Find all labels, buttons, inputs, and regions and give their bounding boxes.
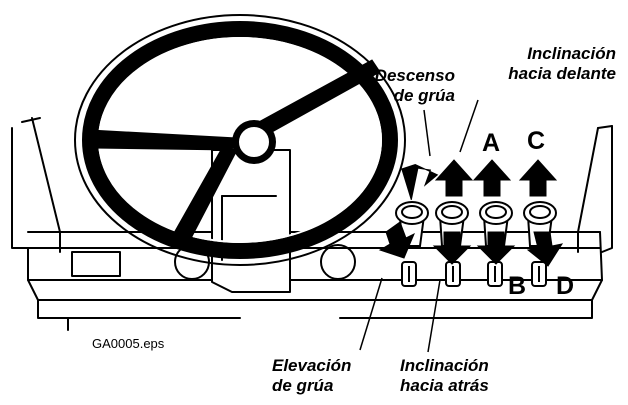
down-arrow-3 (476, 231, 516, 265)
lever-2 (435, 201, 469, 287)
cab-frame-right (577, 125, 613, 253)
letter-c: C (527, 127, 546, 155)
label-inclinacion-atras: Inclinación hacia atrás (400, 356, 489, 396)
up-arrows (401, 159, 558, 200)
up-arrow-1 (401, 164, 439, 200)
down-arrow-1 (378, 221, 415, 259)
dash-display (71, 251, 121, 277)
label-descenso-line2: de grúa (393, 86, 455, 105)
leader-elevacion (359, 277, 383, 351)
up-arrow-4 (518, 159, 558, 197)
up-arrow-3 (472, 159, 512, 197)
down-arrows (378, 221, 564, 267)
control-levers (395, 201, 557, 287)
leader-lines (359, 99, 479, 353)
label-elevacion-line1: Elevación (272, 356, 352, 375)
letter-b: B (508, 272, 527, 300)
lever-1 (395, 201, 429, 287)
label-elevacion: Elevación de grúa (272, 356, 351, 396)
down-arrow-2 (432, 231, 472, 265)
label-inclinacion-adelante: Inclinación hacia delante (470, 44, 616, 84)
down-arrow-4 (526, 231, 564, 267)
label-descenso: Descenso de grúa (347, 66, 455, 106)
steering-wheel (74, 14, 406, 266)
label-incl-atras-line1: Inclinación (400, 356, 489, 375)
leader-descenso (423, 109, 431, 157)
up-arrow-2 (434, 159, 474, 197)
label-elevacion-line2: de grúa (272, 376, 334, 395)
file-label: GA0005.eps (92, 336, 165, 351)
label-descenso-line1: Descenso (374, 66, 455, 85)
leader-incl-atras (427, 279, 441, 353)
leader-incl-adelante (459, 99, 479, 153)
dash-gauge-right (320, 244, 356, 280)
label-incl-atras-line2: hacia atrás (400, 376, 489, 395)
label-incl-adelante-line2: hacia delante (508, 64, 616, 83)
label-incl-adelante-line1: Inclinación (527, 44, 616, 63)
letter-d: D (556, 272, 575, 300)
letter-a: A (482, 129, 501, 157)
